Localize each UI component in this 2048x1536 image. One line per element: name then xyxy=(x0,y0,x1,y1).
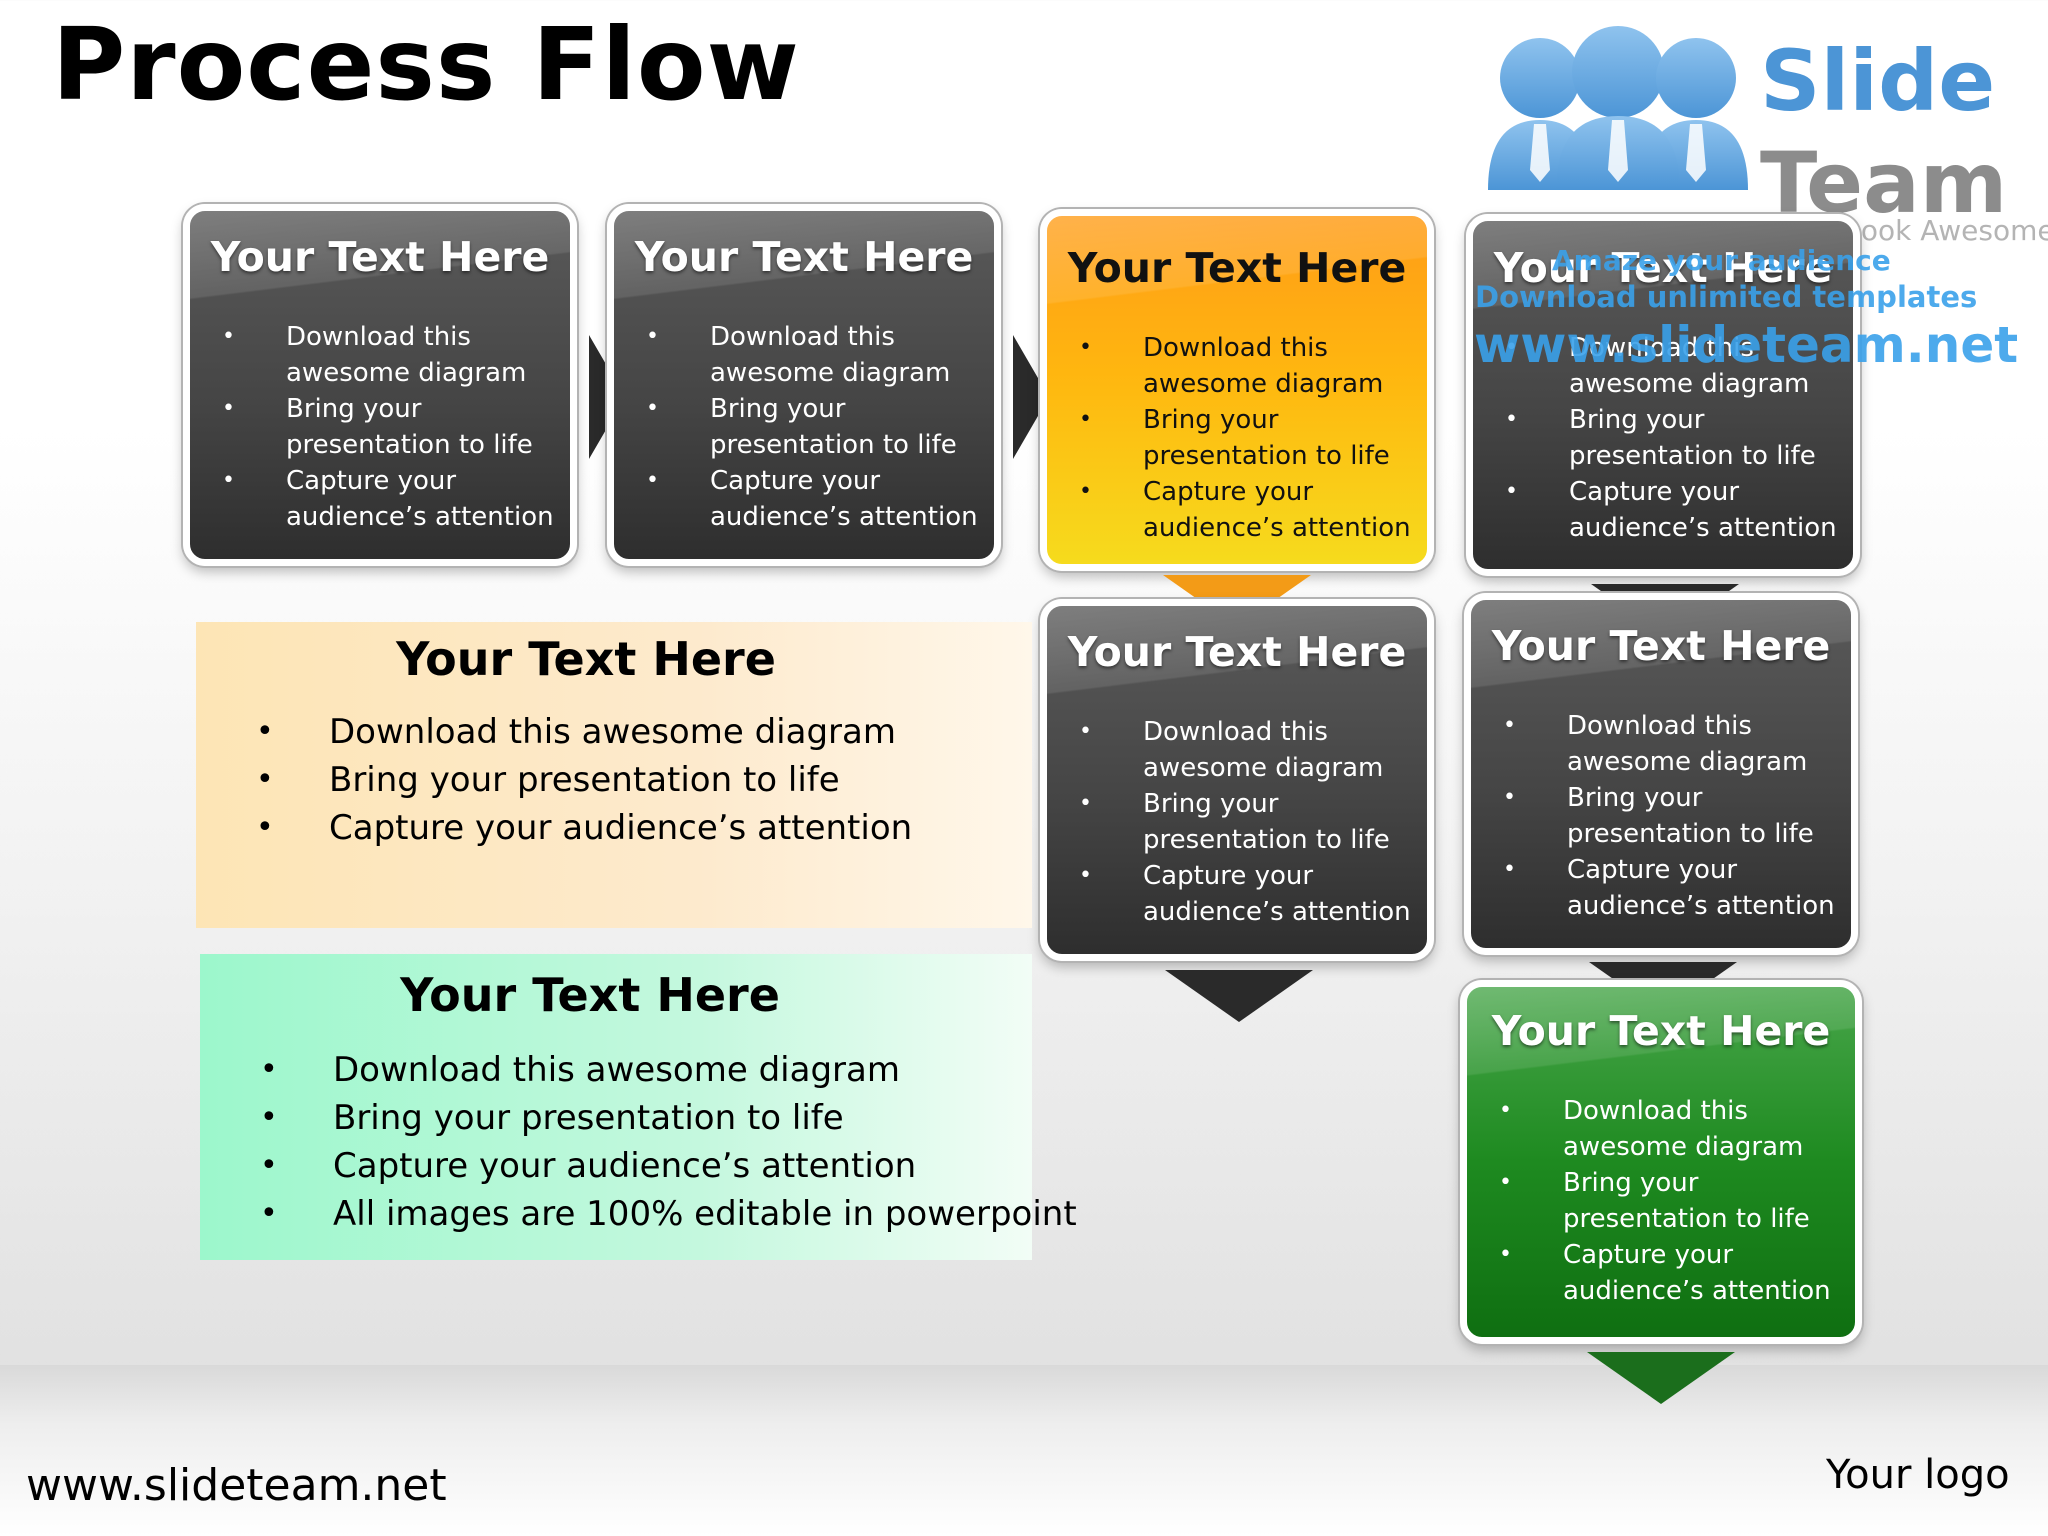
box-heading: Your Text Here xyxy=(1491,1007,1831,1055)
people-group-icon xyxy=(1488,26,1748,190)
bullet-item: Download this awesome diagram xyxy=(256,708,912,756)
bullet-item: Capture your audience’s attention xyxy=(1497,852,1841,924)
box-bullet-list: Download this awesome diagram Bring your… xyxy=(216,319,560,535)
bullet-item: Capture your audience’s attention xyxy=(260,1142,1077,1190)
box-bullet-list: Download this awesome diagram Bring your… xyxy=(1497,708,1841,924)
box-bullet-list: Download this awesome diagram Bring your… xyxy=(1073,330,1417,546)
box-bullet-list: Download this awesome diagram Bring your… xyxy=(1493,1093,1845,1309)
box-heading: Your Text Here xyxy=(210,233,550,281)
bullet-item: Download this awesome diagram xyxy=(640,319,984,391)
panel-bullet-list: Download this awesome diagram Bring your… xyxy=(260,1046,1077,1238)
bullet-item: Capture your audience’s attention xyxy=(1493,1237,1845,1309)
process-box-5: Your Text Here Download this awesome dia… xyxy=(1040,599,1434,961)
box-bullet-list: Download this awesome diagram Bring your… xyxy=(640,319,984,535)
bullet-item: Capture your audience’s attention xyxy=(1499,474,1843,546)
bullet-item: Bring your presentation to life xyxy=(216,391,560,463)
box-heading: Your Text Here xyxy=(1493,244,1833,292)
process-box-1: Your Text Here Download this awesome dia… xyxy=(183,204,577,566)
box-heading: Your Text Here xyxy=(1067,628,1407,676)
bullet-item: Bring your presentation to life xyxy=(1497,780,1841,852)
bullet-item: Capture your audience’s attention xyxy=(1073,474,1417,546)
process-box-2: Your Text Here Download this awesome dia… xyxy=(607,204,1001,566)
panel-bullet-list: Download this awesome diagram Bring your… xyxy=(256,708,912,852)
bullet-item: Download this awesome diagram xyxy=(216,319,560,391)
footer-website-link[interactable]: www.slideteam.net xyxy=(26,1460,447,1511)
bullet-item: Capture your audience’s attention xyxy=(1073,858,1417,930)
bullet-item: Capture your audience’s attention xyxy=(256,804,912,852)
arrow-down-7 xyxy=(1587,1352,1735,1404)
bullet-item: Bring your presentation to life xyxy=(1073,402,1417,474)
bullet-item: Bring your presentation to life xyxy=(640,391,984,463)
text-panel-yellow: Your Text Here Download this awesome dia… xyxy=(196,622,1032,928)
bullet-item: Download this awesome diagram xyxy=(1493,1093,1845,1165)
bullet-item: Capture your audience’s attention xyxy=(216,463,560,535)
bullet-item: Download this awesome diagram xyxy=(1073,714,1417,786)
bullet-item: Download this awesome diagram xyxy=(1497,708,1841,780)
bullet-item: Download this awesome diagram xyxy=(1499,330,1843,402)
process-box-7: Your Text Here Download this awesome dia… xyxy=(1460,980,1862,1344)
watermark-line-1: Amaze your audience xyxy=(1552,244,1891,277)
page-title: Process Flow xyxy=(52,6,800,123)
bullet-item: Bring your presentation to life xyxy=(256,756,912,804)
process-box-3: Your Text Here Download this awesome dia… xyxy=(1040,209,1434,571)
bullet-item: Bring your presentation to life xyxy=(1073,786,1417,858)
panel-heading: Your Text Here xyxy=(396,632,776,686)
text-panel-mint: Your Text Here Download this awesome dia… xyxy=(200,954,1077,1260)
box-heading: Your Text Here xyxy=(1067,244,1407,292)
logo-word-slide: Slide xyxy=(1760,32,1996,130)
bullet-item: Bring your presentation to life xyxy=(1499,402,1843,474)
panel-heading: Your Text Here xyxy=(400,968,780,1022)
box-heading: Your Text Here xyxy=(634,233,974,281)
box-heading: Your Text Here xyxy=(1491,622,1831,670)
bullet-item: Download this awesome diagram xyxy=(260,1046,1077,1094)
process-box-6: Your Text Here Download this awesome dia… xyxy=(1464,593,1858,955)
watermark-line-2: Download unlimited templates xyxy=(1475,280,1978,314)
arrow-down-5 xyxy=(1165,970,1313,1022)
box-bullet-list: Download this awesome diagram Bring your… xyxy=(1499,330,1843,546)
bullet-item: All images are 100% editable in powerpoi… xyxy=(260,1190,1077,1238)
bullet-item: Capture your audience’s attention xyxy=(640,463,984,535)
footer-logo-placeholder: Your logo xyxy=(1826,1452,2010,1498)
bullet-item: Bring your presentation to life xyxy=(260,1094,1077,1142)
bullet-item: Bring your presentation to life xyxy=(1493,1165,1845,1237)
box-bullet-list: Download this awesome diagram Bring your… xyxy=(1073,714,1417,930)
watermark-url: www.slideteam.net xyxy=(1474,316,2019,374)
bullet-item: Download this awesome diagram xyxy=(1073,330,1417,402)
